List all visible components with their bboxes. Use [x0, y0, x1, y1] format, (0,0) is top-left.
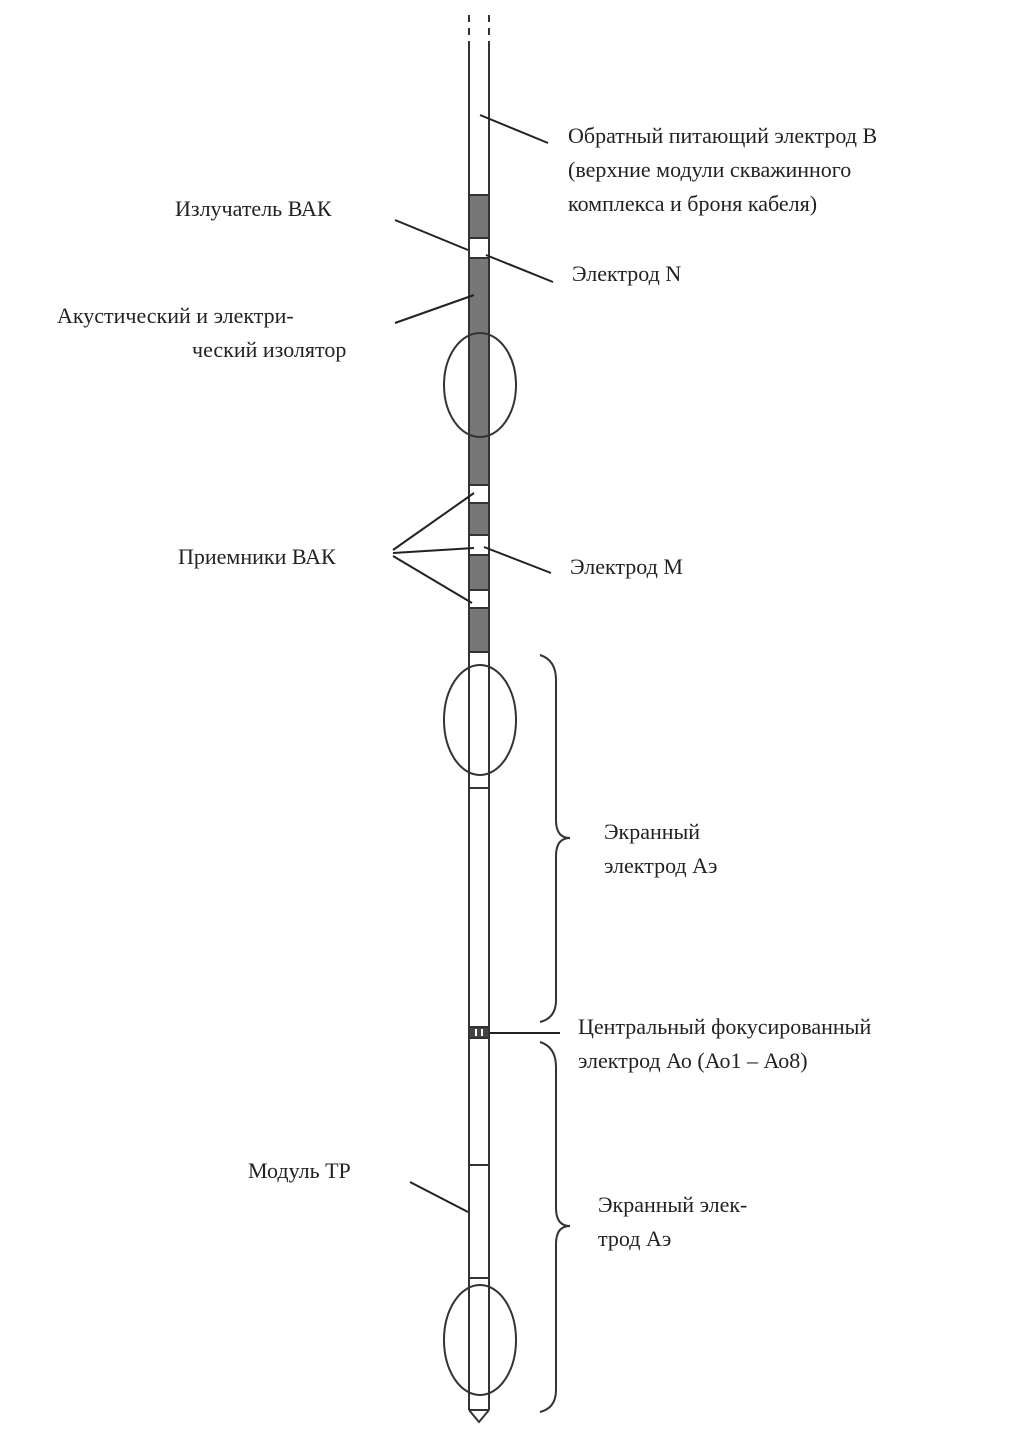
label-electrode-m: Электрод M [570, 554, 683, 579]
isolator-section [468, 257, 490, 486]
label-central-electrode-2: электрод Ао (Ао1 – Ао8) [578, 1048, 808, 1073]
brace-upper [539, 654, 571, 1023]
label-emitter: Излучатель ВАК [175, 196, 332, 221]
leader-lines [392, 114, 571, 1413]
label-screen-upper-2: электрод Аэ [604, 853, 717, 878]
label-return-electrode-3: комплекса и броня кабеля) [568, 191, 817, 216]
label-module-tr: Модуль ТР [248, 1158, 351, 1183]
labels: Обратный питающий электрод B (верхние мо… [57, 123, 877, 1251]
label-receivers: Приемники ВАК [178, 544, 336, 569]
label-screen-lower-2: трод Аэ [598, 1226, 671, 1251]
centralizer-2 [443, 664, 517, 776]
label-return-electrode: Обратный питающий электрод B [568, 123, 877, 148]
receiver-2 [468, 534, 490, 556]
label-return-electrode-2: (верхние модули скважинного [568, 157, 851, 182]
central-electrode-ao [468, 1026, 490, 1039]
tool-tip [468, 1409, 490, 1424]
brace-lower [539, 1041, 571, 1413]
centralizer-1 [443, 332, 517, 438]
label-isolator: Акустический и электри- [57, 303, 294, 328]
centralizer-3 [443, 1284, 517, 1396]
label-screen-lower: Экранный элек- [598, 1192, 747, 1217]
label-central-electrode: Центральный фокусированный [578, 1014, 871, 1039]
emitter-section [468, 194, 490, 239]
label-electrode-n: Электрод N [572, 261, 681, 286]
label-isolator-2: ческий изолятор [192, 337, 346, 362]
label-screen-upper: Экранный [604, 819, 700, 844]
receiver-3 [468, 589, 490, 609]
tool-body [443, 15, 517, 1424]
